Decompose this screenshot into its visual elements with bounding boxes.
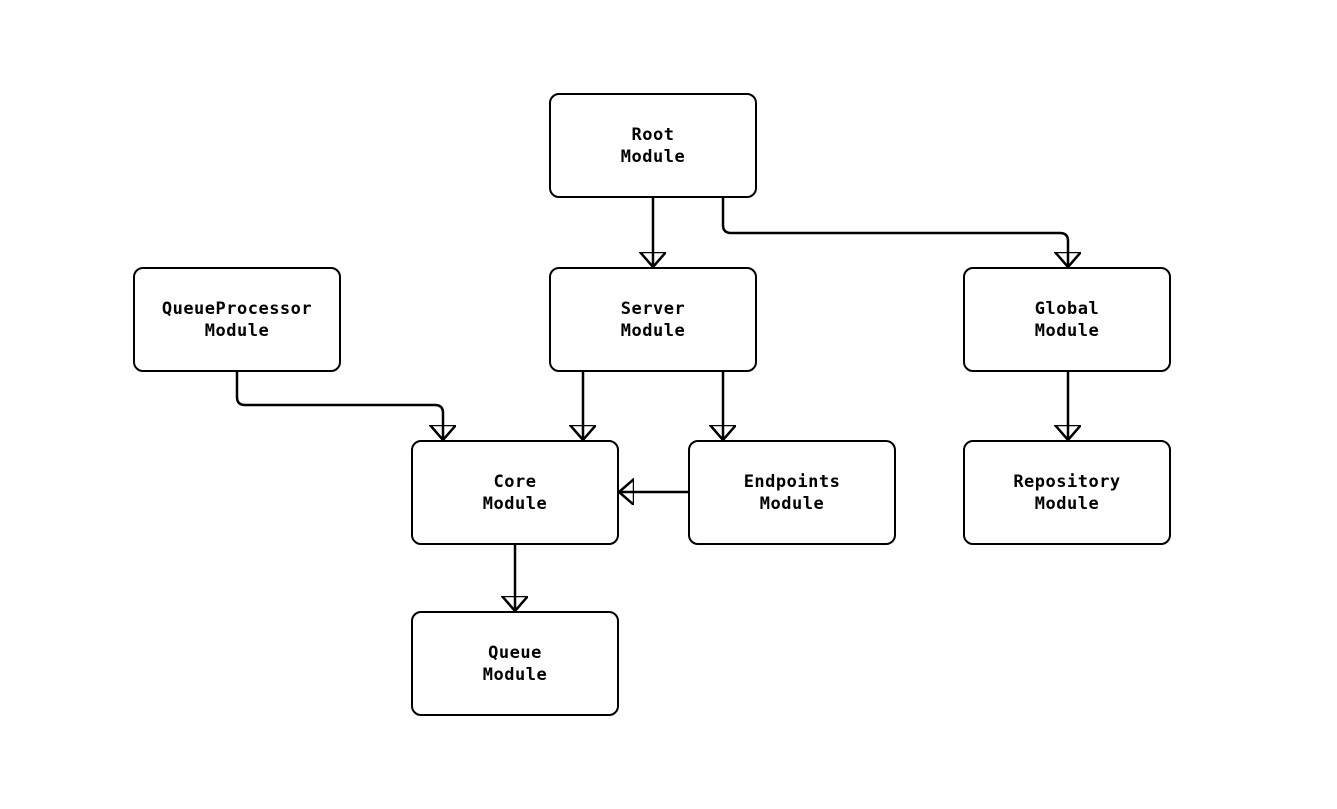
node-label-line2: Module bbox=[482, 493, 548, 514]
node-repository-module: Repository Module bbox=[963, 440, 1171, 545]
node-queue-module: Queue Module bbox=[411, 611, 619, 716]
node-server-module: Server Module bbox=[549, 267, 757, 372]
node-label-line2: Module bbox=[759, 493, 825, 514]
node-label-line2: Module bbox=[204, 320, 270, 341]
node-endpoints-module: Endpoints Module bbox=[688, 440, 896, 545]
node-label-line2: Module bbox=[482, 664, 548, 685]
node-label-line1: QueueProcessor bbox=[161, 298, 313, 319]
node-queueprocessor-module: QueueProcessor Module bbox=[133, 267, 341, 372]
node-label-line2: Module bbox=[620, 320, 686, 341]
edge-queueprocessor-to-core bbox=[235, 372, 443, 440]
node-label-line1: Repository bbox=[1013, 471, 1121, 492]
node-label-line1: Endpoints bbox=[743, 471, 841, 492]
node-label-line1: Core bbox=[493, 471, 537, 492]
node-label-line1: Server bbox=[620, 298, 686, 319]
node-global-module: Global Module bbox=[963, 267, 1171, 372]
edge-root-to-global bbox=[721, 198, 1068, 267]
node-core-module: Core Module bbox=[411, 440, 619, 545]
node-label-line1: Global bbox=[1034, 298, 1100, 319]
node-label-line1: Root bbox=[631, 124, 675, 145]
node-label-line2: Module bbox=[1034, 320, 1100, 341]
node-label-line2: Module bbox=[620, 146, 686, 167]
node-root-module: Root Module bbox=[549, 93, 757, 198]
node-label-line2: Module bbox=[1034, 493, 1100, 514]
node-label-line1: Queue bbox=[488, 642, 542, 663]
